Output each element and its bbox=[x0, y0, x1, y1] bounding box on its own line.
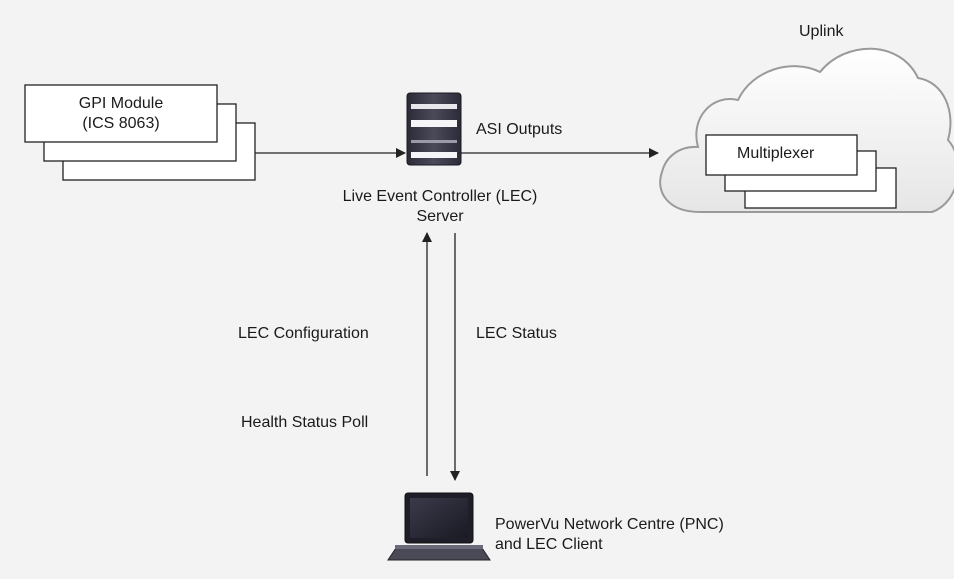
pnc-name: PowerVu Network Centre (PNC) bbox=[495, 516, 724, 533]
laptop-icon bbox=[387, 492, 491, 561]
uplink-label: Uplink bbox=[799, 23, 844, 40]
pnc-client: and LEC Client bbox=[495, 536, 603, 553]
lec-server-type: Server bbox=[416, 208, 464, 225]
gpi-module-name: GPI Module bbox=[78, 95, 164, 112]
gpi-module-label: GPI Module (ICS 8063) bbox=[25, 94, 217, 134]
lec-server-name: Live Event Controller (LEC) bbox=[342, 188, 538, 205]
lec-status-label: LEC Status bbox=[476, 325, 557, 342]
multiplexer-stack bbox=[705, 134, 897, 209]
gpi-module-model: (ICS 8063) bbox=[82, 115, 160, 132]
multiplexer-label: Multiplexer bbox=[737, 145, 815, 162]
pnc-label: PowerVu Network Centre (PNC) and LEC Cli… bbox=[495, 515, 724, 555]
lec-configuration-label: LEC Configuration bbox=[238, 325, 369, 342]
health-status-poll-label: Health Status Poll bbox=[241, 414, 369, 431]
asi-outputs-label: ASI Outputs bbox=[476, 121, 563, 138]
gpi-module-stack bbox=[24, 84, 256, 181]
lec-server-label: Live Event Controller (LEC) Server bbox=[310, 187, 570, 227]
server-icon bbox=[406, 92, 462, 166]
